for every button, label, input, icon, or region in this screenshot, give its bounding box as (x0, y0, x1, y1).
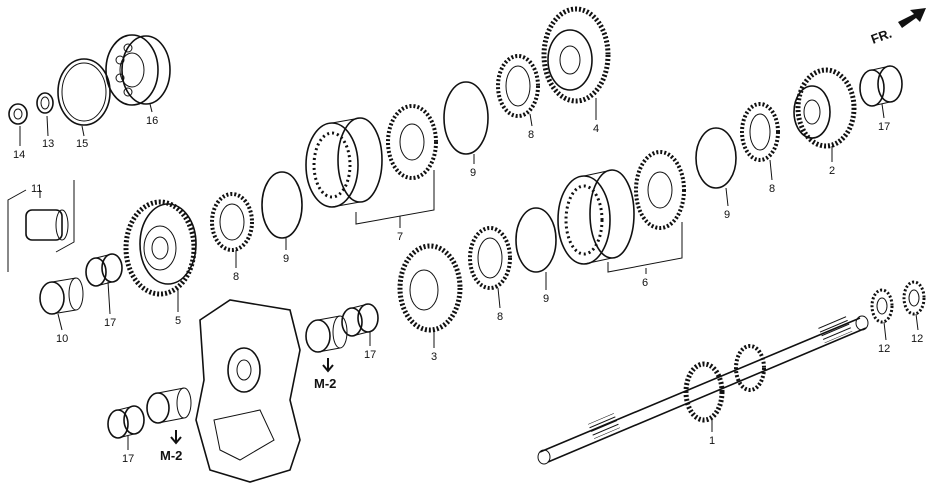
mainshaft-part-1 (537, 314, 869, 465)
callout-12-a: 12 (878, 343, 890, 355)
needle-bearing-part-17-right (859, 65, 903, 107)
sync-ring-part-8-b (496, 54, 540, 118)
gear-part-3 (397, 243, 463, 333)
callout-6: 6 (642, 277, 648, 289)
collar-part-14 (8, 103, 28, 125)
callout-9-d: 9 (543, 293, 549, 305)
down-arrow-icon (322, 358, 334, 373)
washer-part-13 (36, 92, 54, 114)
collar-lower (146, 387, 192, 424)
washer-part-12-b (902, 280, 926, 316)
callout-1: 1 (709, 435, 715, 447)
reference-m2-upper: M-2 (314, 376, 336, 391)
down-arrow-icon (170, 430, 182, 445)
callout-7: 7 (397, 231, 403, 243)
needle-bearing-part-17-left (85, 253, 123, 287)
callout-13: 13 (42, 138, 54, 150)
ring-part-9-d (515, 207, 557, 273)
callout-2: 2 (829, 165, 835, 177)
sync-ring-part-8-a (210, 192, 254, 252)
snap-ring-part-15 (57, 58, 111, 126)
gear-part-4 (541, 6, 611, 104)
callout-8-b: 8 (528, 129, 534, 141)
callout-17-mid: 17 (364, 349, 376, 361)
callout-9-c: 9 (724, 209, 730, 221)
callout-15: 15 (76, 138, 88, 150)
collar-part-10 (39, 277, 84, 315)
callout-4: 4 (593, 123, 599, 135)
callout-12-b: 12 (911, 333, 923, 345)
needle-bearing-part-17-lower (107, 405, 145, 439)
callout-8-a: 8 (233, 271, 239, 283)
callout-9-a: 9 (283, 253, 289, 265)
ring-part-9-b (443, 81, 489, 155)
sync-ring-part-8-d (468, 226, 512, 290)
collar-mid (305, 315, 348, 353)
sync-ring-part-8-c (740, 102, 780, 162)
gear-part-5 (123, 199, 197, 297)
callout-8-d: 8 (497, 311, 503, 323)
washer-part-12-a (870, 288, 894, 324)
callout-16: 16 (146, 115, 158, 127)
callout-8-c: 8 (769, 183, 775, 195)
bearing-group-top (8, 34, 171, 126)
synchro-assembly-part-6 (557, 150, 686, 273)
synchro-assembly-part-7 (305, 104, 438, 225)
callout-9-b: 9 (470, 167, 476, 179)
front-direction-indicator (898, 8, 926, 28)
leader-lines (19, 98, 919, 450)
sleeve-part-11 (7, 180, 75, 272)
front-direction-label: FR. (869, 26, 894, 47)
callout-11: 11 (31, 183, 42, 195)
front-arrow-icon (898, 8, 926, 28)
callout-17-right: 17 (878, 121, 890, 133)
callout-17-lower: 17 (122, 453, 134, 465)
callout-labels: FR. 14 13 15 16 11 10 17 5 8 9 7 9 8 4 1… (13, 26, 923, 465)
ring-part-9-c (695, 127, 737, 189)
callout-10: 10 (56, 333, 68, 345)
reference-m2-lower: M-2 (160, 448, 182, 463)
housing-plate (195, 299, 301, 483)
callout-14: 14 (13, 149, 25, 161)
callout-3: 3 (431, 351, 437, 363)
ring-part-9-a (261, 171, 303, 239)
gear-part-2 (793, 67, 857, 149)
ball-bearing-part-16 (105, 34, 159, 106)
needle-bearing-part-17-mid (341, 303, 379, 337)
callout-17-left: 17 (104, 317, 116, 329)
callout-5: 5 (175, 315, 181, 327)
